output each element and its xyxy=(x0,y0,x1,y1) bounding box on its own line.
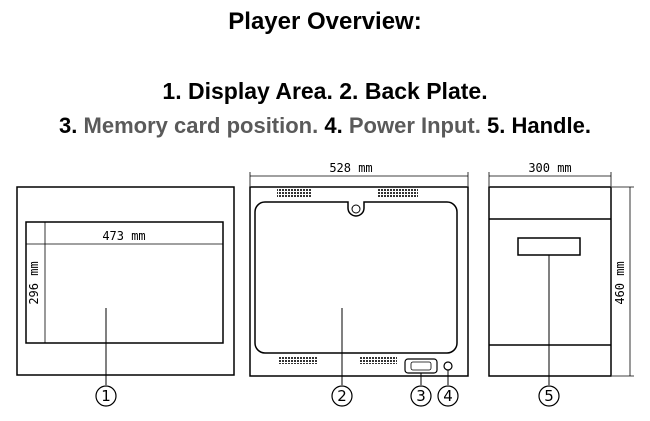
page-title: Player Overview: xyxy=(228,8,422,35)
legend-label-handle: Handle. xyxy=(511,113,591,138)
vent-grille-top-right xyxy=(377,189,418,197)
legend-label-display-area: Display Area. xyxy=(187,78,333,104)
callout-3-circle xyxy=(410,385,432,407)
back-outer-frame xyxy=(249,186,469,377)
side-outer-frame xyxy=(488,186,612,377)
front-outer-frame xyxy=(16,186,235,376)
legend-num-5: 5. xyxy=(486,113,506,138)
back-view xyxy=(249,172,469,407)
callout-4-number: 4 xyxy=(443,387,453,405)
vent-grille-bottom-right xyxy=(359,356,397,364)
callout-5-circle xyxy=(538,385,560,407)
legend-line-1: 1. Display Area. 2. Back Plate. xyxy=(0,78,650,105)
callout-1-number: 1 xyxy=(101,387,111,405)
legend-label-back-plate: Back Plate. xyxy=(364,78,488,104)
callout-3-number: 3 xyxy=(416,387,426,405)
vent-grille-top-left xyxy=(277,189,312,197)
vent-grille-bottom-left xyxy=(278,356,318,364)
power-input-port xyxy=(443,361,453,371)
side-view xyxy=(488,172,634,407)
display-area xyxy=(25,221,224,344)
legend-num-2: 2. xyxy=(339,78,359,104)
callout-5-number: 5 xyxy=(544,387,554,405)
handle xyxy=(517,237,581,256)
side-height-label: 460 mm xyxy=(613,261,627,304)
callout-4-circle xyxy=(437,385,459,407)
front-width-label: 473 mm xyxy=(102,229,145,243)
memory-card-slot xyxy=(404,358,438,374)
front-height-label: 296 mm xyxy=(27,261,41,304)
legend-line-2: 3. Memory card position. 4. Power Input.… xyxy=(0,113,650,139)
legend-num-3: 3. xyxy=(59,113,78,138)
front-view xyxy=(16,186,235,407)
callout-2-circle xyxy=(331,385,353,407)
callout-2-number: 2 xyxy=(337,387,347,405)
side-depth-label: 300 mm xyxy=(528,161,571,175)
legend-label-memory-card-position: Memory card position. xyxy=(83,113,319,138)
legend-label-power-input: Power Input. xyxy=(348,113,481,138)
legend-num-4: 4. xyxy=(324,113,343,138)
callout-1-circle xyxy=(95,385,117,407)
mount-hole xyxy=(351,204,361,214)
back-plate xyxy=(254,201,458,354)
back-width-label: 528 mm xyxy=(329,161,372,175)
legend-num-1: 1. xyxy=(162,78,182,104)
